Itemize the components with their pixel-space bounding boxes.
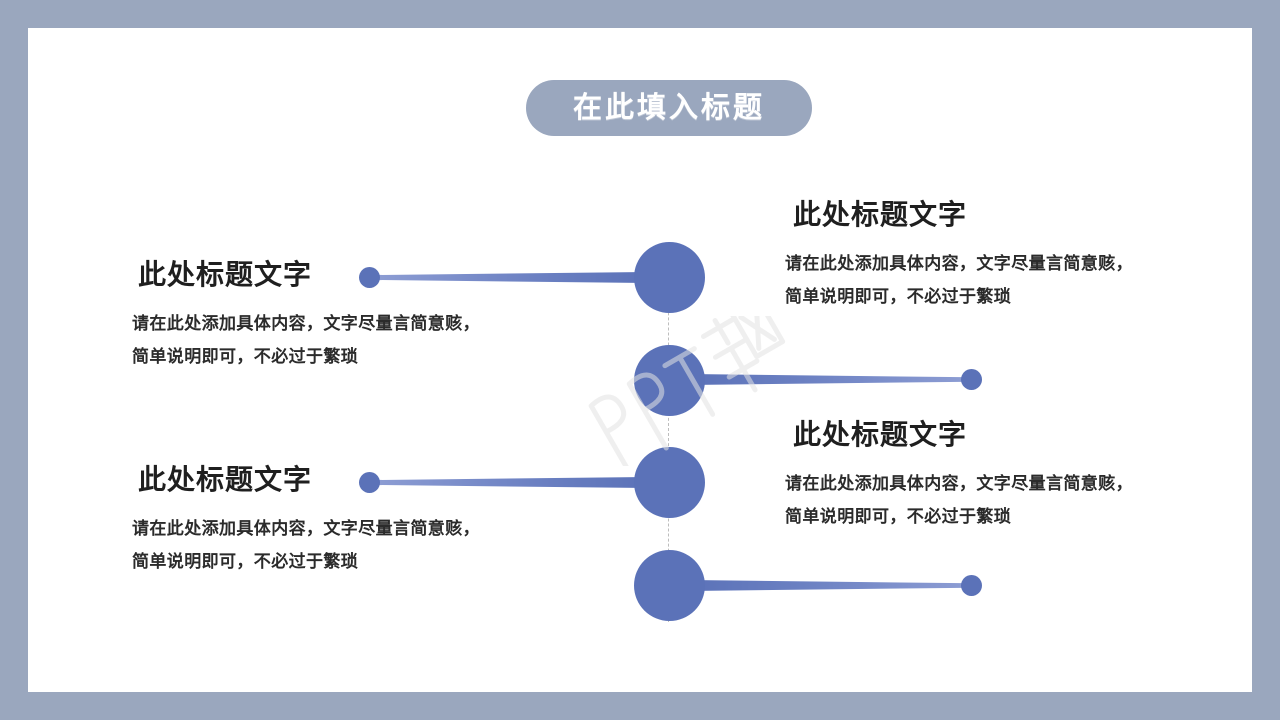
content-block-4: 此处标题文字 请在此处添加具体内容，文字尽量言简意赅， 简单说明即可，不必过于繁… bbox=[785, 419, 1245, 533]
content-block-2-body-line1: 请在此处添加具体内容，文字尽量言简意赅， bbox=[785, 253, 1133, 273]
endpoint-dot-1 bbox=[359, 267, 380, 288]
content-block-3-body-line1: 请在此处添加具体内容，文字尽量言简意赅， bbox=[132, 518, 480, 538]
timeline-node-1[interactable] bbox=[634, 242, 705, 313]
timeline-node-4[interactable] bbox=[634, 550, 705, 621]
content-block-1-body-line2: 简单说明即可，不必过于繁琐 bbox=[132, 346, 359, 366]
content-block-1-body-line1: 请在此处添加具体内容，文字尽量言简意赅， bbox=[132, 313, 480, 333]
content-block-2: 此处标题文字 请在此处添加具体内容，文字尽量言简意赅， 简单说明即可，不必过于繁… bbox=[785, 199, 1245, 313]
connector-bar-3 bbox=[369, 477, 649, 488]
content-block-2-body: 请在此处添加具体内容，文字尽量言简意赅， 简单说明即可，不必过于繁琐 bbox=[785, 247, 1245, 313]
content-block-4-body: 请在此处添加具体内容，文字尽量言简意赅， 简单说明即可，不必过于繁琐 bbox=[785, 467, 1245, 533]
content-block-4-heading: 此处标题文字 bbox=[793, 419, 968, 450]
content-block-4-body-line2: 简单说明即可，不必过于繁琐 bbox=[785, 506, 1012, 526]
endpoint-dot-3 bbox=[359, 472, 380, 493]
content-block-4-body-line1: 请在此处添加具体内容，文字尽量言简意赅， bbox=[785, 473, 1133, 493]
endpoint-dot-2 bbox=[961, 369, 982, 390]
connector-bar-1 bbox=[369, 272, 649, 283]
content-block-1-body: 请在此处添加具体内容，文字尽量言简意赅， 简单说明即可，不必过于繁琐 bbox=[132, 307, 592, 373]
timeline-node-2[interactable] bbox=[634, 345, 705, 416]
content-block-3: 此处标题文字 请在此处添加具体内容，文字尽量言简意赅， 简单说明即可，不必过于繁… bbox=[132, 464, 592, 578]
connector-bar-2 bbox=[688, 374, 973, 385]
connector-bar-4 bbox=[688, 580, 973, 591]
page-title: 在此填入标题 bbox=[572, 91, 765, 124]
content-block-2-body-line2: 简单说明即可，不必过于繁琐 bbox=[785, 286, 1012, 306]
content-block-1: 此处标题文字 请在此处添加具体内容，文字尽量言简意赅， 简单说明即可，不必过于繁… bbox=[132, 259, 592, 373]
content-block-3-heading: 此处标题文字 bbox=[138, 464, 313, 495]
endpoint-dot-4 bbox=[961, 575, 982, 596]
slide-content-area: 在此填入标题 bbox=[28, 28, 1252, 692]
slide-title-pill[interactable]: 在此填入标题 bbox=[526, 80, 812, 136]
content-block-1-heading: 此处标题文字 bbox=[138, 259, 313, 290]
content-block-2-heading: 此处标题文字 bbox=[793, 199, 968, 230]
content-block-3-body: 请在此处添加具体内容，文字尽量言简意赅， 简单说明即可，不必过于繁琐 bbox=[132, 512, 592, 578]
content-block-3-body-line2: 简单说明即可，不必过于繁琐 bbox=[132, 551, 359, 571]
timeline-node-3[interactable] bbox=[634, 447, 705, 518]
